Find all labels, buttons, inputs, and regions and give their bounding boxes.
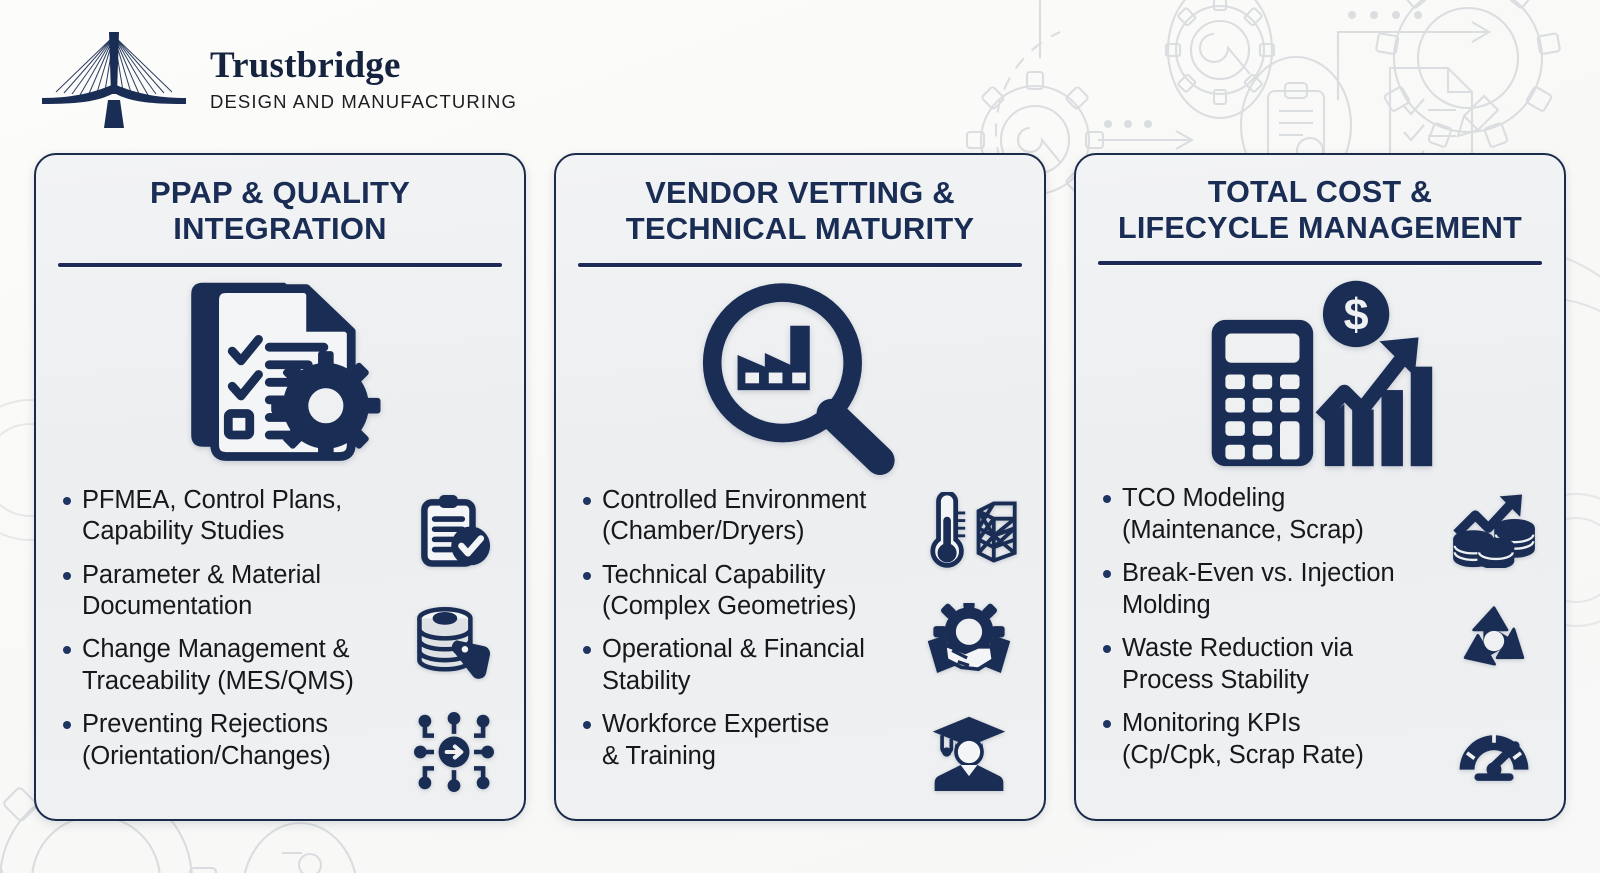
wrench-in-gear-icon	[1164, 0, 1276, 120]
bullet-list: Controlled Environment (Chamber/Dryers) …	[576, 481, 908, 785]
network-flow-arrow-icon	[414, 712, 494, 792]
recycle-icon	[1463, 606, 1525, 666]
clipboard-check-icon	[421, 494, 491, 567]
filament-spool-tag-icon	[417, 606, 491, 679]
card-total-cost-lifecycle-management[interactable]: TOTAL COST & LIFECYCLE MANAGEMENT	[1074, 153, 1566, 821]
list-item: Break-Even vs. Injection Molding	[1096, 558, 1438, 621]
card-title: TOTAL COST & LIFECYCLE MANAGEMENT	[1118, 175, 1522, 245]
hero-icon-wrap: $	[1094, 267, 1546, 479]
hero-icon-wrap	[574, 269, 1026, 481]
list-item: Preventing Rejections (Orientation/Chang…	[56, 709, 398, 772]
network-flow-arrow-icon-wrap	[414, 709, 494, 795]
clipboard-check-icon-wrap	[417, 489, 491, 575]
list-item: Monitoring KPIs (Cp/Cpk, Scrap Rate)	[1096, 708, 1438, 771]
gear-handshake-icon	[927, 602, 1011, 673]
list-item: Operational & Financial Stability	[576, 634, 908, 697]
svg-text:$: $	[1344, 289, 1369, 340]
gear-outline-icon	[1375, 0, 1561, 148]
card-ppap-quality-integration[interactable]: PPAP & QUALITY INTEGRATION	[34, 153, 526, 821]
list-item: TCO Modeling (Maintenance, Scrap)	[1096, 483, 1438, 546]
bullet-list: PFMEA, Control Plans, Capability Studies…	[56, 481, 398, 785]
card-body: TCO Modeling (Maintenance, Scrap) Break-…	[1094, 479, 1546, 805]
list-item: Technical Capability (Complex Geometries…	[576, 560, 908, 623]
clipboard-outline-icon	[243, 821, 357, 873]
card-title: PPAP & QUALITY INTEGRATION	[149, 175, 411, 247]
side-icon-column	[1444, 479, 1544, 805]
recycle-icon-wrap	[1455, 598, 1533, 684]
cards-row: PPAP & QUALITY INTEGRATION	[34, 153, 1566, 821]
graduate-person-icon-wrap	[929, 709, 1009, 795]
arrow-outline-icon	[1336, 21, 1492, 100]
list-item: Controlled Environment (Chamber/Dryers)	[576, 485, 908, 548]
card-vendor-vetting-technical-maturity[interactable]: VENDOR VETTING & TECHNICAL MATURITY	[554, 153, 1046, 821]
bullet-list: TCO Modeling (Maintenance, Scrap) Break-…	[1096, 479, 1438, 783]
gauge-meter-icon-wrap	[1454, 709, 1534, 795]
dots-outline-icon	[1348, 11, 1422, 19]
graduate-person-icon	[932, 716, 1006, 791]
brand-header: Trustbridge DESIGN AND MANUFACTURING	[34, 22, 517, 132]
brand-tagline: DESIGN AND MANUFACTURING	[210, 90, 518, 112]
title-divider	[58, 262, 502, 267]
list-item: PFMEA, Control Plans, Capability Studies	[56, 485, 398, 548]
side-icon-column	[404, 481, 504, 805]
gear-handshake-icon-wrap	[924, 599, 1014, 685]
list-item: Workforce Expertise & Training	[576, 709, 908, 772]
card-body: PFMEA, Control Plans, Capability Studies…	[54, 481, 506, 805]
gauge-meter-icon	[1459, 733, 1529, 781]
filament-spool-tag-icon-wrap	[414, 599, 494, 685]
title-divider	[1098, 261, 1542, 266]
document-checklist-gear-icon	[191, 282, 381, 461]
cable-stayed-bridge-icon	[42, 32, 186, 128]
card-body: Controlled Environment (Chamber/Dryers) …	[574, 481, 1026, 805]
list-item: Parameter & Material Documentation	[56, 560, 398, 623]
hero-icon-wrap	[54, 269, 506, 481]
title-divider	[578, 262, 1022, 267]
list-item: Change Management & Traceability (MES/QM…	[56, 634, 398, 697]
card-title: VENDOR VETTING & TECHNICAL MATURITY	[625, 175, 975, 247]
list-item: Waste Reduction via Process Stability	[1096, 633, 1438, 696]
thermometer-lattice-icon-wrap	[917, 489, 1021, 575]
dots-outline-icon	[1104, 120, 1152, 128]
arrow-outline-icon	[1098, 130, 1195, 150]
magnifier-factory-icon	[702, 282, 895, 475]
calculator-growth-chart-dollar-icon: $	[1211, 281, 1433, 467]
thermometer-lattice-icon	[930, 491, 1017, 568]
brand-name: Trustbridge	[210, 44, 401, 86]
coins-growth-arrow-icon	[1453, 494, 1535, 569]
side-icon-column	[914, 481, 1024, 805]
coins-growth-arrow-icon-wrap	[1451, 487, 1537, 573]
